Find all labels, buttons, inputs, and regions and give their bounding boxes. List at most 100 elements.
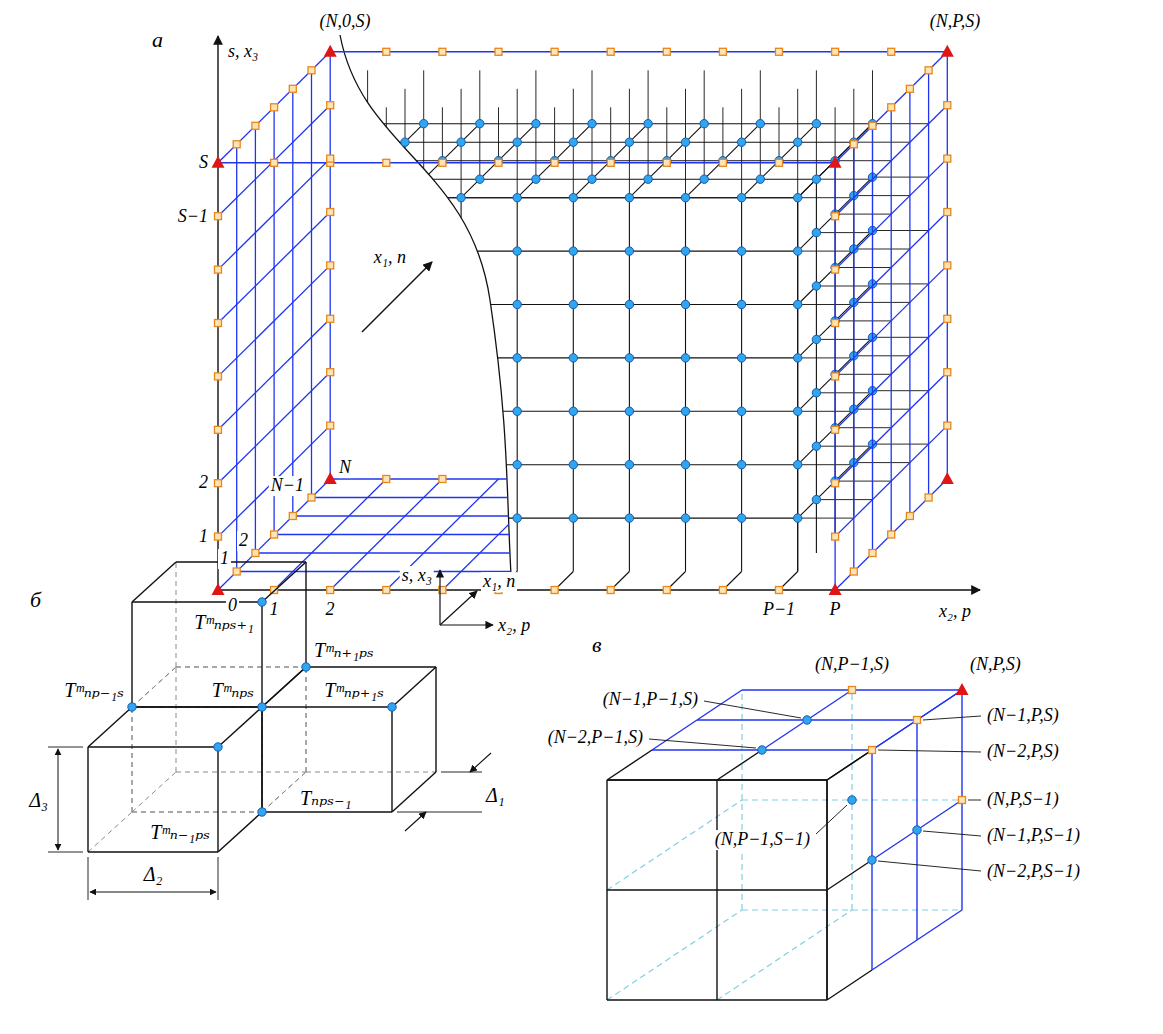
- boundary-node: [944, 102, 951, 109]
- grid-line: [386, 107, 387, 160]
- grid-line: [218, 162, 835, 164]
- interior-node: [345, 138, 353, 146]
- boundary-node: [719, 159, 726, 166]
- grid-line: [853, 89, 854, 142]
- interior-node: [794, 194, 802, 202]
- grid-line: [872, 720, 917, 750]
- grid-line: [461, 144, 462, 197]
- boundary-nodes: [212, 45, 954, 595]
- grid-line: [592, 126, 593, 179]
- boundary-node: [439, 159, 446, 166]
- interior-node: [401, 461, 409, 469]
- grid-line: [816, 446, 872, 447]
- corner-node: [324, 472, 337, 484]
- interior-node: [457, 138, 465, 146]
- grid-line: [648, 70, 649, 123]
- grid-line: [917, 910, 962, 940]
- interior-node: [681, 300, 689, 308]
- grid-line: [592, 70, 593, 123]
- cube-edge: [435, 667, 436, 772]
- boundary-node: [850, 141, 857, 148]
- tick-label: N: [337, 458, 353, 478]
- cube-edge: [218, 707, 262, 747]
- grid-line: [760, 70, 761, 123]
- interior-node: [737, 194, 745, 202]
- grid-line: [442, 107, 443, 160]
- interior-node: [457, 194, 465, 202]
- boundary-node: [663, 48, 670, 55]
- node-index: (N−1,P−1,S): [601, 690, 700, 710]
- interior-node: [625, 247, 633, 255]
- axis-arrow: [440, 624, 493, 625]
- grid-line: [835, 320, 891, 321]
- node-value: Tₙₚₛ₋₁: [298, 787, 353, 809]
- extension-line: [88, 857, 89, 900]
- grid-line: [741, 144, 742, 197]
- boundary-node: [215, 266, 222, 273]
- grid-line: [348, 144, 349, 197]
- grid-line: [722, 107, 723, 160]
- boundary-node: [308, 494, 315, 501]
- grid-line: [293, 515, 910, 516]
- grid-line: [573, 144, 574, 197]
- axis-label: x₁, n: [372, 248, 408, 268]
- grid-line: [816, 232, 872, 233]
- grid-line: [517, 144, 518, 197]
- interior-node: [363, 120, 371, 128]
- grid-line: [311, 70, 312, 497]
- grid-line: [798, 357, 854, 358]
- cube-edge: [262, 811, 392, 812]
- grid-line: [697, 690, 742, 720]
- tick-label: N−1: [269, 476, 306, 496]
- interior-node: [513, 194, 521, 202]
- cube-edge: [391, 707, 392, 812]
- axis-arrow: [439, 570, 440, 625]
- hidden-edge: [176, 667, 177, 772]
- cube-edge: [262, 667, 306, 707]
- leader-line: [704, 701, 801, 718]
- grid-line: [797, 144, 798, 197]
- grid-line: [762, 749, 872, 750]
- grid-line: [961, 690, 962, 800]
- cube-edge: [392, 667, 436, 707]
- interior-node: [532, 120, 540, 128]
- axis-label: x₁, n: [481, 572, 517, 592]
- interior-node: [812, 442, 820, 450]
- tick-label: 1: [197, 527, 210, 547]
- interior-node: [737, 138, 745, 146]
- grid-line: [807, 690, 852, 720]
- node-value: Tᵐₙ₋₁ₚₛ: [148, 821, 212, 843]
- hidden-edge: [132, 707, 262, 708]
- grid-line: [367, 70, 368, 123]
- boundary-node: [850, 568, 857, 575]
- boundary-node: [308, 67, 315, 74]
- grid-line: [607, 779, 717, 780]
- interior-node: [457, 354, 465, 362]
- leader-line: [923, 716, 981, 720]
- interior-node: [569, 138, 577, 146]
- boundary-node: [944, 262, 951, 269]
- interior-node: [756, 175, 764, 183]
- grid-line: [873, 283, 929, 284]
- cube-edge: [88, 707, 132, 747]
- interior-node: [625, 194, 633, 202]
- boundary-node: [495, 48, 502, 55]
- interior-node: [644, 175, 652, 183]
- interior-node: [803, 716, 811, 724]
- interior-node: [420, 120, 428, 128]
- interior-node: [758, 746, 766, 754]
- interior-node: [258, 703, 266, 711]
- grid-line: [827, 750, 872, 780]
- grid-line: [852, 689, 962, 690]
- grid-line: [607, 889, 827, 890]
- grid-line: [648, 126, 649, 179]
- cube-edge: [262, 706, 392, 707]
- grid-line: [762, 720, 807, 750]
- grid-line: [348, 89, 349, 142]
- boundary-node: [663, 159, 670, 166]
- grid-line: [652, 720, 697, 750]
- node-value: Tᵐₙₚ₋₁ₛ: [62, 679, 126, 701]
- boundary-node: [832, 373, 839, 380]
